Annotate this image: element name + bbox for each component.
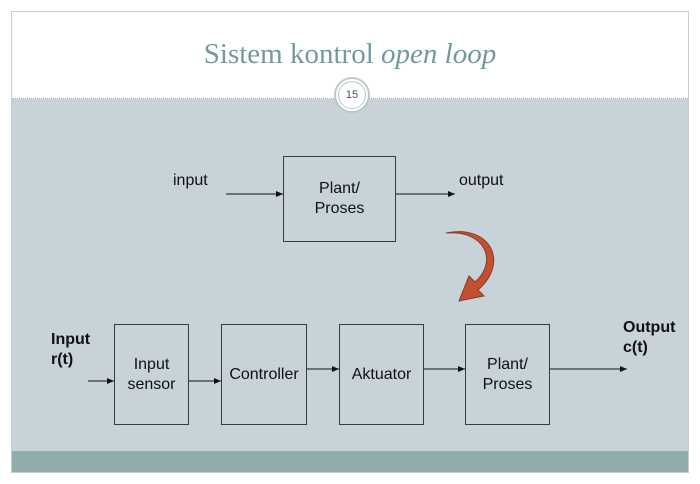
curved-arrow-icon — [445, 231, 495, 302]
input-sensor-line1: Input — [133, 355, 170, 373]
bottom-input-label-line1: Input — [51, 331, 91, 348]
plant-line1: Plant/ — [487, 355, 528, 373]
slide-title: Sistem kontrol open loop — [12, 38, 688, 71]
page-number: 15 — [338, 81, 366, 109]
slide-title-italic: open loop — [381, 38, 497, 70]
slide-title-plain: Sistem kontrol — [203, 38, 382, 70]
aktuator-label: Aktuator — [351, 365, 412, 383]
bottom-output-label: Output c(t) — [623, 318, 675, 358]
top-plant-line2: Proses — [314, 200, 365, 217]
input-sensor-block: Input sensor — [114, 324, 189, 425]
page-number-badge: 15 — [334, 77, 370, 113]
top-plant-block: Plant/ Proses — [283, 156, 396, 242]
controller-block: Controller — [221, 324, 307, 425]
plant-line2: Proses — [482, 375, 533, 393]
aktuator-block: Aktuator — [339, 324, 424, 425]
bottom-output-label-line2: c(t) — [623, 339, 648, 356]
footer-bar — [12, 451, 688, 472]
bottom-output-label-line1: Output — [623, 319, 676, 336]
input-sensor-line2: sensor — [127, 375, 176, 393]
top-input-label: input — [173, 172, 208, 189]
plant-block: Plant/ Proses — [465, 324, 550, 425]
top-plant-line1: Plant/ — [319, 180, 360, 197]
top-output-label: output — [459, 172, 504, 189]
bottom-input-label-line2: r(t) — [51, 351, 74, 368]
controller-label: Controller — [229, 365, 299, 383]
bottom-input-label: Input r(t) — [51, 330, 90, 370]
